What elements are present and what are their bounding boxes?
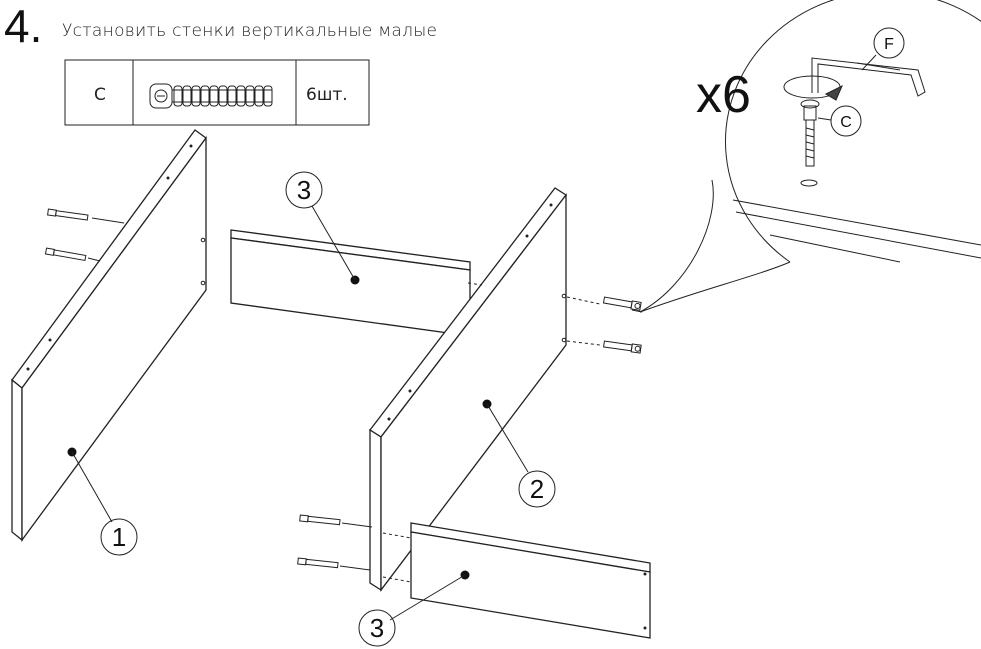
rotate-arrow-icon: [783, 75, 843, 101]
step-title: Установить стенки вертикальные малые: [62, 21, 437, 41]
callout-3-top: 3: [285, 171, 356, 281]
zoom-detail: x6 F C: [639, 0, 981, 313]
panel-3-bottom: [410, 522, 651, 639]
callout-1: 1: [71, 451, 138, 556]
screw-c-icon: [800, 99, 820, 187]
svg-text:3: 3: [370, 613, 384, 643]
screws-panel-3-bottom: [297, 514, 412, 583]
hex-key-icon: [811, 57, 926, 97]
parts-table: C 6шт.: [64, 59, 370, 126]
screws-panel-2: [566, 296, 642, 354]
svg-text:3: 3: [297, 175, 311, 205]
screws-panel-1: [44, 208, 125, 262]
screw-icon: [149, 83, 273, 109]
screw-label: C: [840, 114, 852, 131]
svg-text:1: 1: [112, 522, 126, 552]
step-number: 4.: [4, 0, 42, 52]
panel-1: [11, 129, 207, 542]
part-quantity: 6шт.: [306, 85, 348, 105]
callout-3-bottom: 3: [358, 574, 466, 647]
panel-3-top: [230, 229, 471, 337]
callout-2: 2: [486, 403, 556, 508]
part-letter: C: [94, 85, 106, 105]
svg-text:2: 2: [530, 474, 544, 504]
multiplier-label: x6: [696, 66, 751, 124]
tool-label: F: [884, 36, 894, 53]
panel-2: [369, 187, 567, 592]
